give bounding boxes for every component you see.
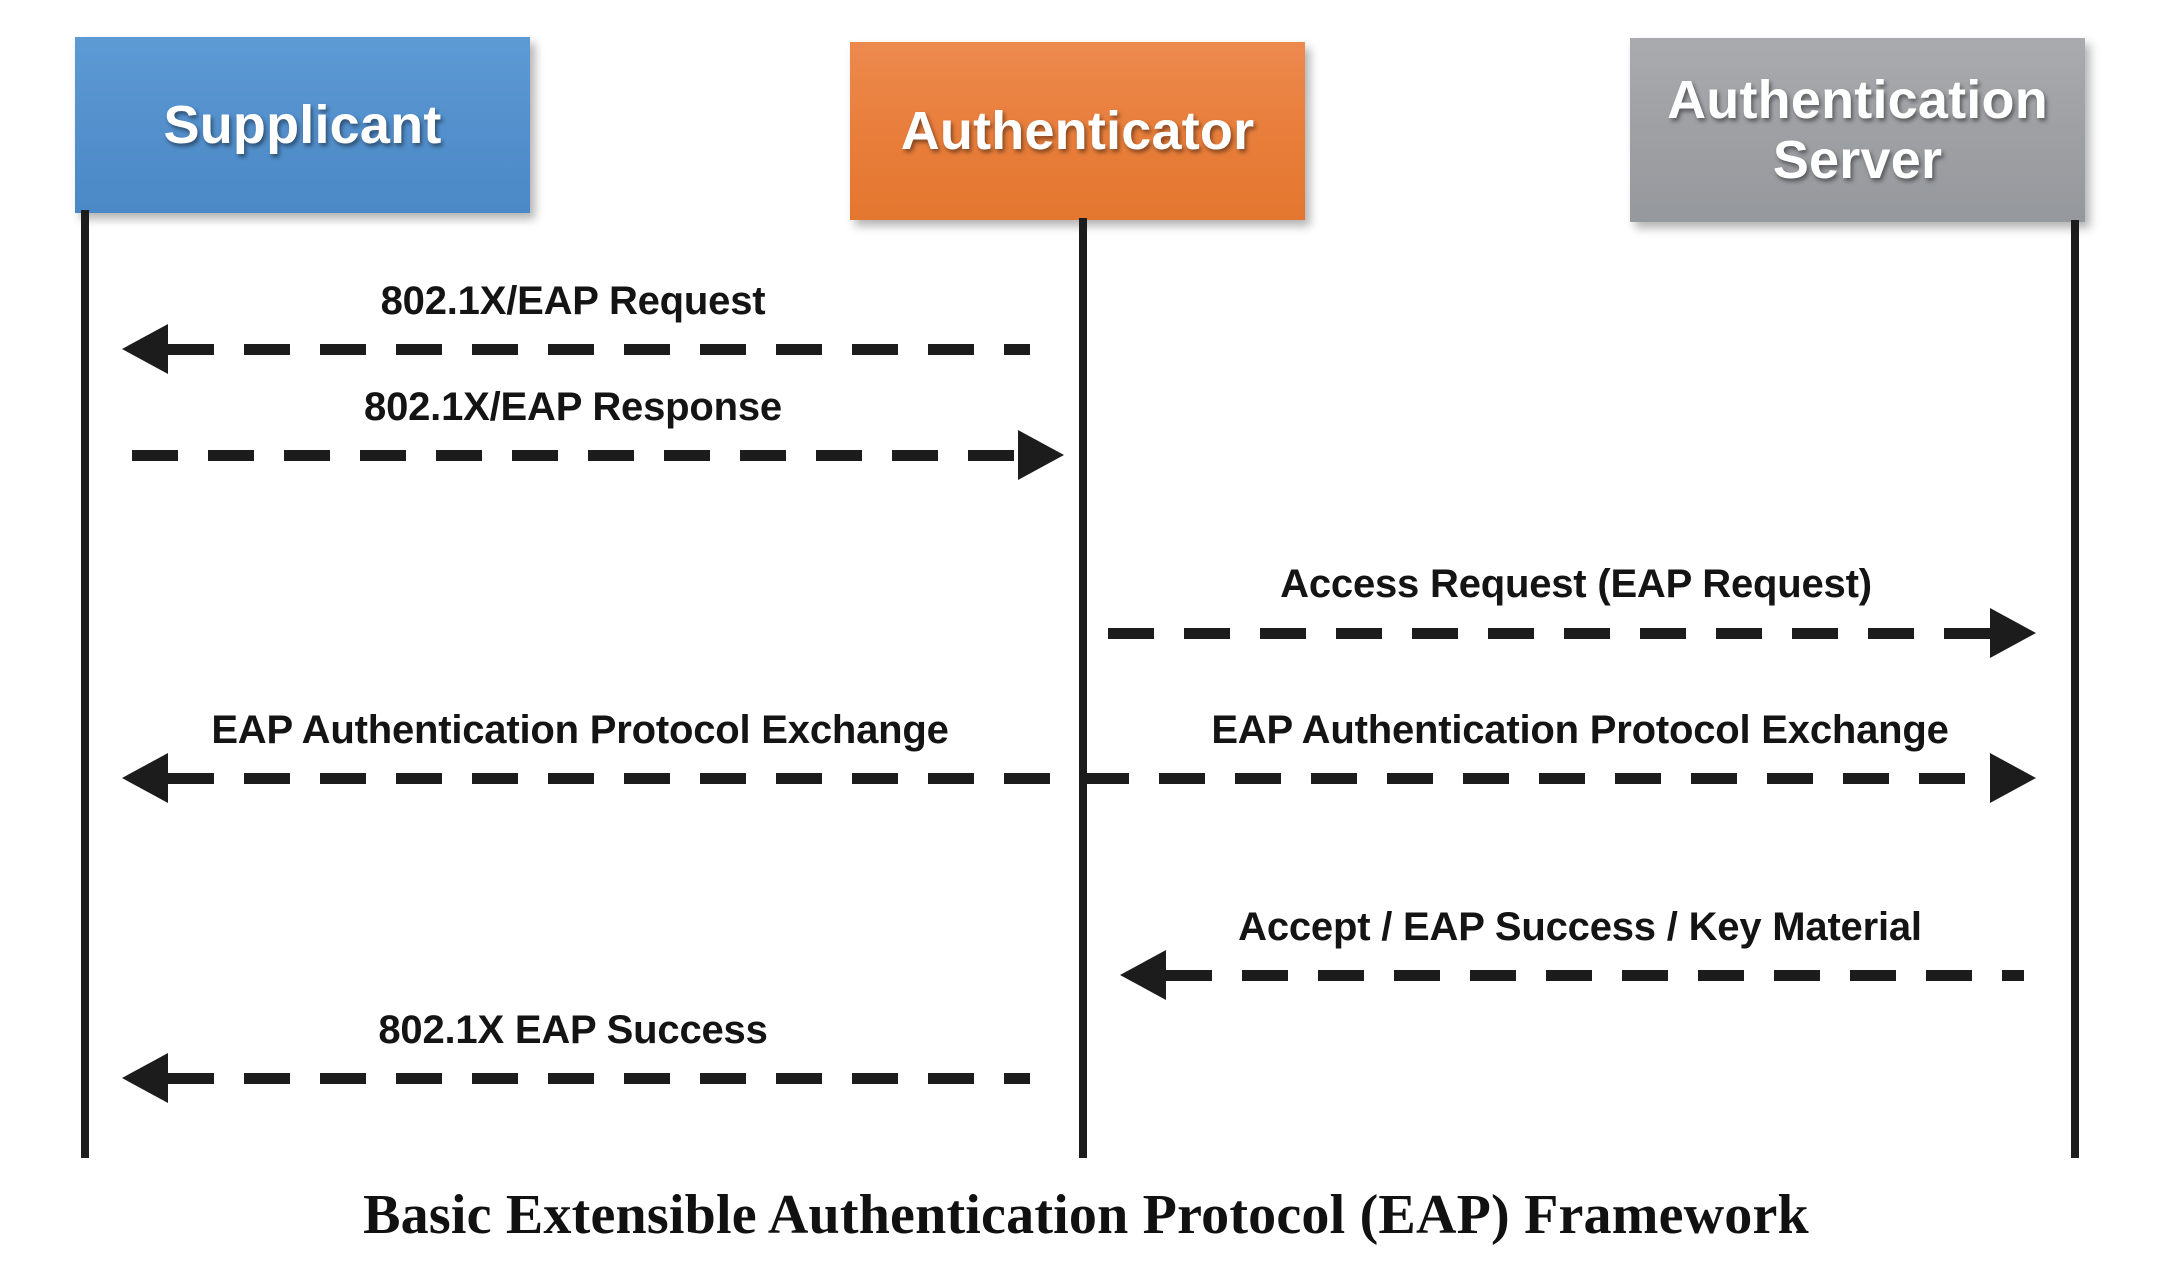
diagram-caption: Basic Extensible Authentication Protocol…	[363, 1184, 1809, 1246]
arrow-right-icon-802-1x-eap-response	[1018, 430, 1064, 480]
message-label-access-request: Access Request (EAP Request)	[1280, 562, 1872, 606]
message-label-802-1x-eap-response: 802.1X/EAP Response	[364, 385, 782, 429]
message-line-access-request	[1108, 628, 1990, 639]
arrow-right-icon-eap-exchange	[1990, 753, 2036, 803]
arrow-left-icon-accept-eap-success	[1120, 950, 1166, 1000]
arrow-right-icon-access-request	[1990, 608, 2036, 658]
arrow-left-icon-eap-exchange	[122, 753, 168, 803]
actor-label-authentication-server: Authentication Server	[1667, 69, 2048, 190]
message-label-eap-exchange-right: EAP Authentication Protocol Exchange	[1211, 708, 1949, 752]
message-line-eap-exchange-left	[168, 773, 1083, 784]
message-label-802-1x-eap-request: 802.1X/EAP Request	[380, 279, 766, 323]
message-label-accept-eap-success-key-material: Accept / EAP Success / Key Material	[1238, 905, 1922, 949]
actor-box-authentication-server: Authentication Server	[1630, 38, 2085, 222]
message-line-eap-exchange-right	[1083, 773, 1990, 784]
message-line-802-1x-eap-request	[168, 344, 1030, 355]
actor-box-supplicant: Supplicant	[75, 37, 530, 213]
message-label-802-1x-eap-success: 802.1X EAP Success	[378, 1008, 768, 1052]
message-line-802-1x-eap-success	[168, 1073, 1030, 1084]
message-line-accept-eap-success-key-material	[1166, 970, 2024, 981]
lifeline-supplicant	[81, 210, 89, 1158]
message-label-eap-exchange-left: EAP Authentication Protocol Exchange	[211, 708, 949, 752]
lifeline-authenticator	[1079, 218, 1087, 1158]
actor-label-authenticator: Authenticator	[900, 100, 1255, 161]
lifeline-authentication-server	[2071, 220, 2079, 1158]
actor-label-supplicant: Supplicant	[163, 94, 442, 155]
arrow-left-icon-802-1x-eap-success	[122, 1053, 168, 1103]
actor-box-authenticator: Authenticator	[850, 42, 1305, 220]
arrow-left-icon-802-1x-eap-request	[122, 324, 168, 374]
message-line-802-1x-eap-response	[132, 450, 1018, 461]
